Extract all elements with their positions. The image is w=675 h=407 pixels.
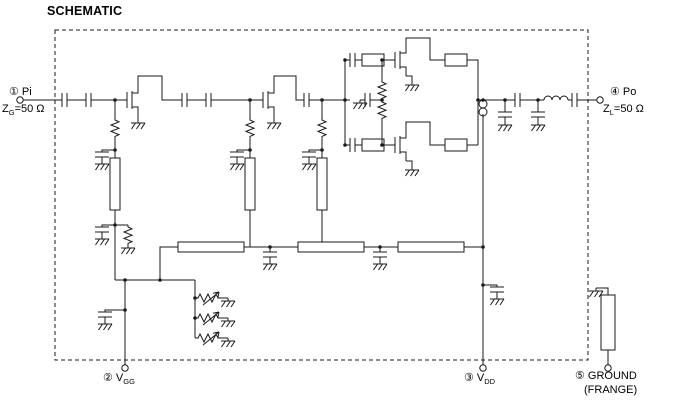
capacitors [61, 52, 578, 318]
flange-bar [600, 294, 616, 351]
mosfet-q1 [117, 83, 139, 117]
transmission-lines [109, 53, 616, 351]
input-impedance-label: ZG=50 Ω [2, 103, 45, 118]
pin-ground-sublabel: (FRANGE) [584, 384, 638, 396]
wires [23, 37, 609, 365]
pin-vdd-terminal [479, 364, 487, 372]
schematic-title: SCHEMATIC [47, 4, 123, 18]
pin-vgg-terminal [121, 364, 129, 372]
mosfet-q4 [385, 128, 407, 162]
mosfet-q2 [253, 83, 275, 117]
module-boundary [54, 29, 589, 361]
pin-output-label: ④ Po [610, 86, 637, 98]
pin-output-terminal [596, 96, 604, 104]
pin-vgg-label: ② VGG [103, 372, 135, 387]
rf-choke [478, 99, 488, 117]
pin-input-terminal [16, 96, 24, 104]
trimmer-resistors [194, 291, 223, 346]
pin-vdd-label: ③ VDD [464, 372, 496, 387]
inductors [478, 95, 569, 117]
pin-terminals [16, 96, 612, 372]
junction-dots [113, 58, 540, 320]
pin-input-label: ① Pi [9, 86, 32, 98]
pin-ground-label: ⑤ GROUND [575, 370, 637, 382]
pin-ground-terminal [604, 364, 612, 372]
mosfet-q3 [385, 43, 407, 77]
output-coil [543, 95, 569, 101]
ground-symbols [94, 81, 604, 348]
output-impedance-label: ZL=50 Ω [603, 103, 644, 118]
